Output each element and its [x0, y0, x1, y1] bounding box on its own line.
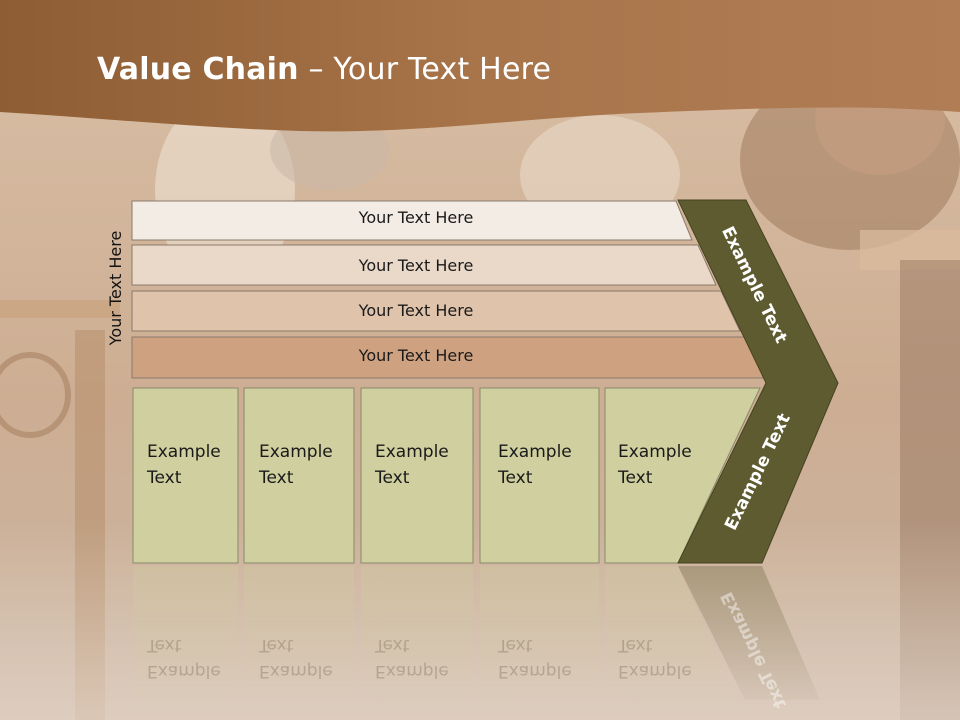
bar-label-1: Your Text Here — [358, 208, 474, 227]
bar-3 — [131, 290, 741, 332]
box-3 — [360, 387, 474, 564]
bar-label-3: Your Text Here — [358, 301, 474, 320]
diagram-reflection — [133, 566, 820, 716]
slide-title: Value Chain – Your Text Here — [97, 52, 551, 87]
chevron-arrow — [677, 199, 839, 564]
title-bold: Value Chain — [97, 52, 299, 87]
box-2 — [243, 387, 355, 564]
bar-label-2: Your Text Here — [358, 256, 474, 275]
box-1 — [132, 387, 239, 564]
bar-2 — [131, 244, 717, 286]
side-label: Your Text Here — [106, 230, 125, 346]
title-rest: – Your Text Here — [298, 52, 552, 87]
bar-label-4: Your Text Here — [358, 346, 474, 365]
box-4 — [479, 387, 600, 564]
bar-1 — [131, 200, 693, 241]
